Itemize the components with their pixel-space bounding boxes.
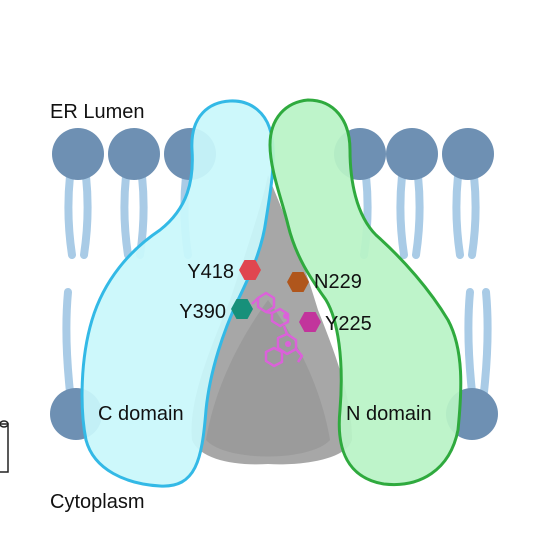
ligand-molecule	[251, 291, 304, 368]
residue-marker-n229	[287, 272, 309, 292]
c-domain-shape	[80, 99, 275, 488]
central-core-shade	[206, 300, 330, 457]
er-lumen-label: ER Lumen	[50, 101, 145, 123]
upper-lipid-heads	[52, 128, 494, 180]
n-domain-shape	[268, 98, 463, 487]
residue-marker-y418	[239, 260, 261, 280]
residue-marker-y390	[231, 299, 253, 319]
residue-label-n229: N229	[314, 271, 362, 293]
n-domain-label: N domain	[346, 403, 432, 425]
residue-label-y390: Y390	[179, 301, 226, 323]
residue-label-y225: Y225	[325, 313, 372, 335]
lower-lipid-tails	[62, 288, 492, 396]
residue-marker-y225	[299, 312, 321, 332]
cropped-edge-artifact	[0, 420, 9, 473]
cytoplasm-label: Cytoplasm	[50, 491, 144, 513]
c-domain-label: C domain	[98, 403, 184, 425]
residue-label-y418: Y418	[187, 261, 234, 283]
